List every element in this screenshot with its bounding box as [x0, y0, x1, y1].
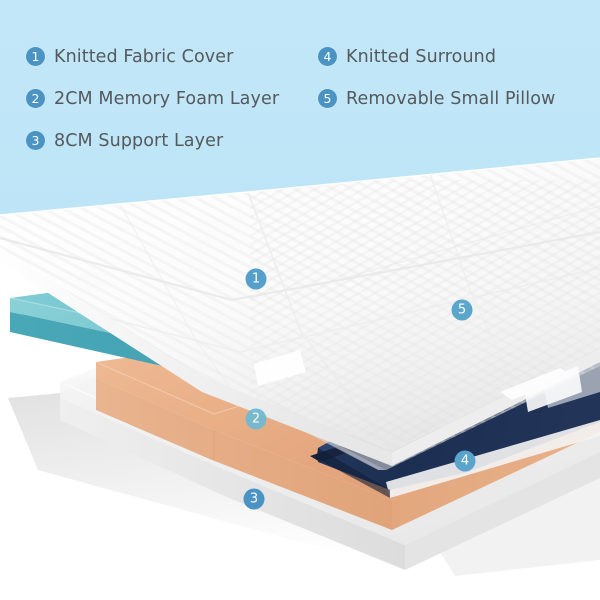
base-layer-front-right	[405, 452, 600, 570]
callout-badge-1[interactable]: 1	[245, 268, 267, 290]
knitted-fabric-cover-front-left	[0, 248, 392, 466]
callout-badge-2[interactable]: 2	[245, 408, 267, 430]
base-layer-front-left	[60, 398, 405, 570]
legend-column-left: 1 Knitted Fabric Cover 2 2CM Memory Foam…	[26, 44, 326, 170]
layer-gap-details	[60, 350, 306, 392]
memory-foam-front-left	[10, 312, 398, 448]
callout-badge-5[interactable]: 5	[451, 299, 473, 321]
legend-item-3[interactable]: 3 8CM Support Layer	[26, 128, 326, 153]
legend-badge-2: 2	[26, 89, 45, 108]
surround-white-gap	[386, 420, 600, 498]
callout-badge-4[interactable]: 4	[454, 450, 476, 472]
legend-item-1[interactable]: 1 Knitted Fabric Cover	[26, 44, 326, 69]
legend-badge-4: 4	[318, 47, 337, 66]
legend-badge-3: 3	[26, 131, 45, 150]
support-layer-front-left	[96, 378, 392, 530]
legend-badge-1: 1	[26, 47, 45, 66]
callout-badge-3[interactable]: 3	[243, 488, 265, 510]
legend-item-5[interactable]: 5 Removable Small Pillow	[318, 86, 598, 111]
legend-label-4: Knitted Surround	[346, 46, 497, 67]
legend-label-5: Removable Small Pillow	[346, 88, 556, 109]
legend-item-2[interactable]: 2 2CM Memory Foam Layer	[26, 86, 326, 111]
legend-column-right: 4 Knitted Surround 5 Removable Small Pil…	[318, 44, 598, 128]
legend: 1 Knitted Fabric Cover 2 2CM Memory Foam…	[0, 0, 600, 200]
legend-label-3: 8CM Support Layer	[54, 130, 224, 151]
legend-label-1: Knitted Fabric Cover	[54, 46, 234, 67]
legend-item-4[interactable]: 4 Knitted Surround	[318, 44, 598, 69]
blue-header-panel	[0, 0, 600, 218]
legend-label-2: 2CM Memory Foam Layer	[54, 88, 280, 109]
legend-badge-5: 5	[318, 89, 337, 108]
